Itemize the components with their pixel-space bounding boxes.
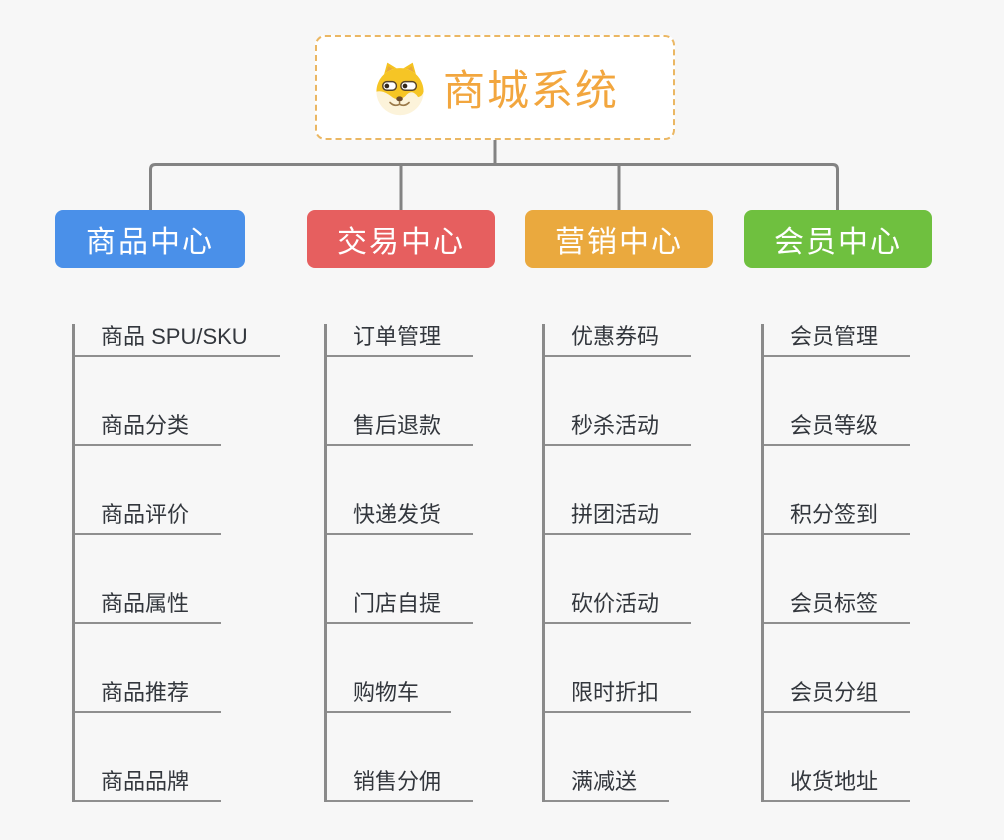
child-topic[interactable]: 商品推荐 xyxy=(75,680,222,713)
branch-topic-2[interactable]: 交易中心 xyxy=(307,210,495,268)
child-topic[interactable]: 收货地址 xyxy=(764,769,911,802)
branch-topic-4[interactable]: 会员中心 xyxy=(744,210,932,268)
child-topic[interactable]: 拼团活动 xyxy=(545,502,692,535)
child-topic[interactable]: 满减送 xyxy=(545,769,670,802)
branch-children: 优惠券码 秒杀活动 拼团活动 砍价活动 限时折扣 满减送 xyxy=(542,324,713,802)
child-topic[interactable]: 商品品牌 xyxy=(75,769,222,802)
branch-topic-3[interactable]: 营销中心 xyxy=(525,210,713,268)
child-topic[interactable]: 商品属性 xyxy=(75,591,222,624)
child-topic[interactable]: 商品评价 xyxy=(75,502,222,535)
branch-children: 会员管理 会员等级 积分签到 会员标签 会员分组 收货地址 xyxy=(761,324,932,802)
child-topic[interactable]: 商品 SPU/SKU xyxy=(75,324,280,357)
child-topic[interactable]: 秒杀活动 xyxy=(545,413,692,446)
child-topic[interactable]: 会员分组 xyxy=(764,680,911,713)
child-topic[interactable]: 优惠券码 xyxy=(545,324,692,357)
branch-topic-label: 营销中心 xyxy=(555,226,683,259)
child-topic[interactable]: 会员管理 xyxy=(764,324,911,357)
branch-topic-label: 会员中心 xyxy=(774,226,902,259)
child-topic[interactable]: 售后退款 xyxy=(327,413,474,446)
root-topic-label: 商城系统 xyxy=(442,67,619,114)
child-topic[interactable]: 会员等级 xyxy=(764,413,911,446)
child-topic[interactable]: 砍价活动 xyxy=(545,591,692,624)
branch-children: 订单管理 售后退款 快递发货 门店自提 购物车 销售分佣 xyxy=(324,324,495,802)
root-topic[interactable]: 商城系统 xyxy=(315,35,675,140)
child-topic[interactable]: 订单管理 xyxy=(327,324,474,357)
branch-topic-1[interactable]: 商品中心 xyxy=(55,210,245,268)
branch-topic-label: 商品中心 xyxy=(86,226,214,259)
child-topic[interactable]: 购物车 xyxy=(327,680,452,713)
child-topic[interactable]: 快递发货 xyxy=(327,502,474,535)
child-topic[interactable]: 限时折扣 xyxy=(545,680,692,713)
child-topic[interactable]: 会员标签 xyxy=(764,591,911,624)
child-topic[interactable]: 积分签到 xyxy=(764,502,911,535)
dog-face-icon xyxy=(371,59,429,117)
child-topic[interactable]: 销售分佣 xyxy=(327,769,474,802)
child-topic[interactable]: 商品分类 xyxy=(75,413,222,446)
branch-topic-label: 交易中心 xyxy=(337,226,465,259)
branch-children: 商品 SPU/SKU 商品分类 商品评价 商品属性 商品推荐 商品品牌 xyxy=(72,324,280,802)
child-topic[interactable]: 门店自提 xyxy=(327,591,474,624)
